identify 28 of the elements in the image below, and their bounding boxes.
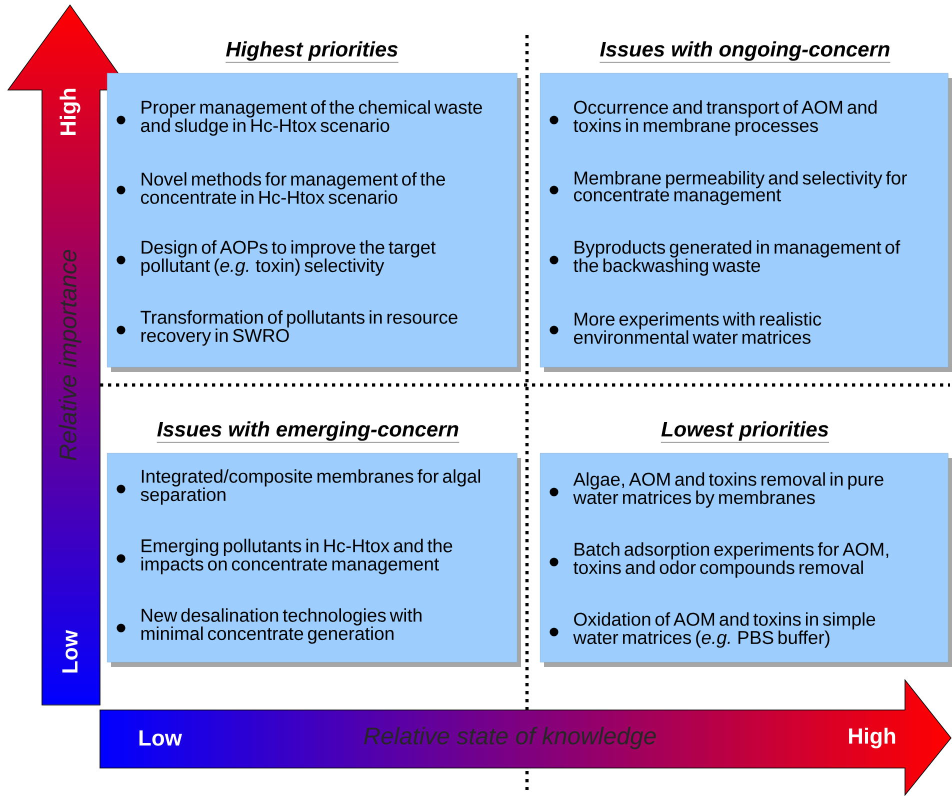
priority-box [540,41,952,372]
axis-end-label: Low [62,630,78,673]
bullet-text: Integrated/composite membranes for algal separation [140,469,480,505]
bullet-text: Oxidation of AOM and toxins in simple water matrices (e.g. PBS buffer) [573,612,876,648]
quadrant-heading: Issues with ongoing-concern [600,41,890,62]
quadrant-heading: Issues with emerging-concern [156,421,460,442]
quadrant-heading: Highest priorities [225,41,399,62]
bullet-text: Transformation of pollutants in resource recovery in SWRO [140,310,458,346]
bullet-text: Emerging pollutants in Hc-Htox and the impacts on concentrate management [141,538,452,574]
bullet-text: Design of AOPs to improve the target pollutant (e.g. toxin) selectivity [141,240,436,276]
bullet-text: Membrane permeability and selectivity for concentrate management [574,170,907,206]
bullet-text: Algae, AOM and toxins removal in pure water matrices by membranes [573,472,884,508]
axis-end-label: High [849,728,896,748]
bullet-text: New desalination technologies with minimal concentrate generation [141,608,422,644]
bullet-text: Batch adsorption experiments for AOM, toxins and odor compounds removal [574,542,888,578]
priority-box [107,421,521,667]
axis-end-label: Low [139,730,182,746]
axis-title: Relative state of knowledge [364,726,656,750]
bullet-text: More experiments with realistic environmental water matrices [574,312,822,344]
axis-end-label: High [60,88,80,135]
priority-box [540,421,952,667]
priority-box [107,41,521,372]
bullet-text: Byproducts generated in management of the backwashing waste [574,240,900,276]
axis-title: Relative importance [58,250,82,460]
quadrant-heading: Lowest priorities [660,421,830,442]
bullet-text: Novel methods for management of the concentrate in Hc-Htox scenario [141,172,445,204]
bullet-text: Proper management of the chemical waste and sludge in Hc-Htox scenario [141,100,482,136]
bullet-text: Occurrence and transport of AOM and toxins in membrane processes [574,100,877,136]
